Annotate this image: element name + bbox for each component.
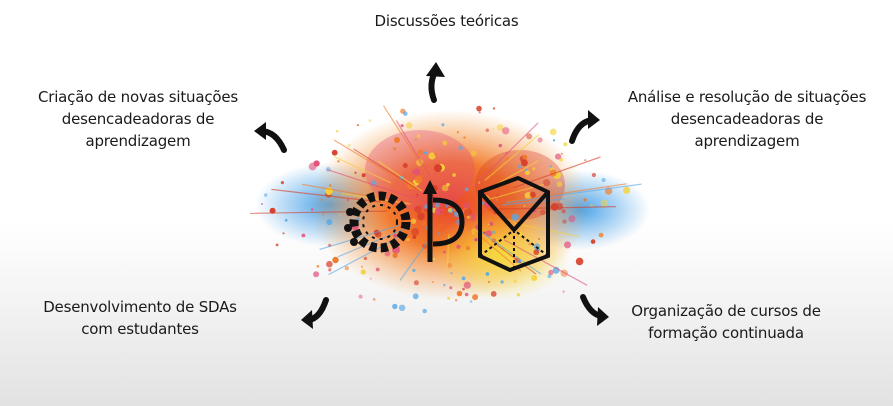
node-line: com estudantes (81, 320, 199, 338)
node-line: Organização de cursos de (631, 302, 821, 320)
paint-splash (250, 105, 650, 314)
arrow-up-icon (426, 62, 445, 103)
node-line: aprendizagem (85, 132, 191, 150)
node-criacao-situacoes: Criação de novas situações desencadeador… (8, 86, 268, 152)
arrow-down-left-icon (301, 297, 329, 329)
arrow-up-left-icon (254, 122, 287, 153)
gepem-logo (344, 175, 550, 273)
node-organizacao-cursos: Organização de cursos de formação contin… (600, 300, 852, 344)
node-line: desencadeadoras de (670, 110, 824, 128)
node-line: Discussões teóricas (374, 12, 519, 30)
node-discussoes-teoricas: Discussões teóricas (0, 10, 893, 32)
node-line: formação continuada (648, 324, 804, 342)
node-line: Análise e resolução de situações (627, 88, 867, 106)
arrow-down-right-icon (580, 294, 609, 326)
node-line: Desenvolvimento de SDAs (43, 298, 237, 316)
node-line: Criação de novas situações (37, 88, 239, 106)
node-line: aprendizagem (694, 132, 800, 150)
letter-p-arrow-icon (423, 180, 465, 262)
node-analise-resolucao: Análise e resolução de situações desenca… (604, 86, 890, 152)
node-desenvolvimento-sdas: Desenvolvimento de SDAs com estudantes (10, 296, 270, 340)
cube-m-icon (478, 175, 550, 273)
arrow-up-right-icon (569, 110, 600, 144)
node-line: desencadeadoras de (61, 110, 215, 128)
hands-ring-icon (344, 191, 411, 253)
